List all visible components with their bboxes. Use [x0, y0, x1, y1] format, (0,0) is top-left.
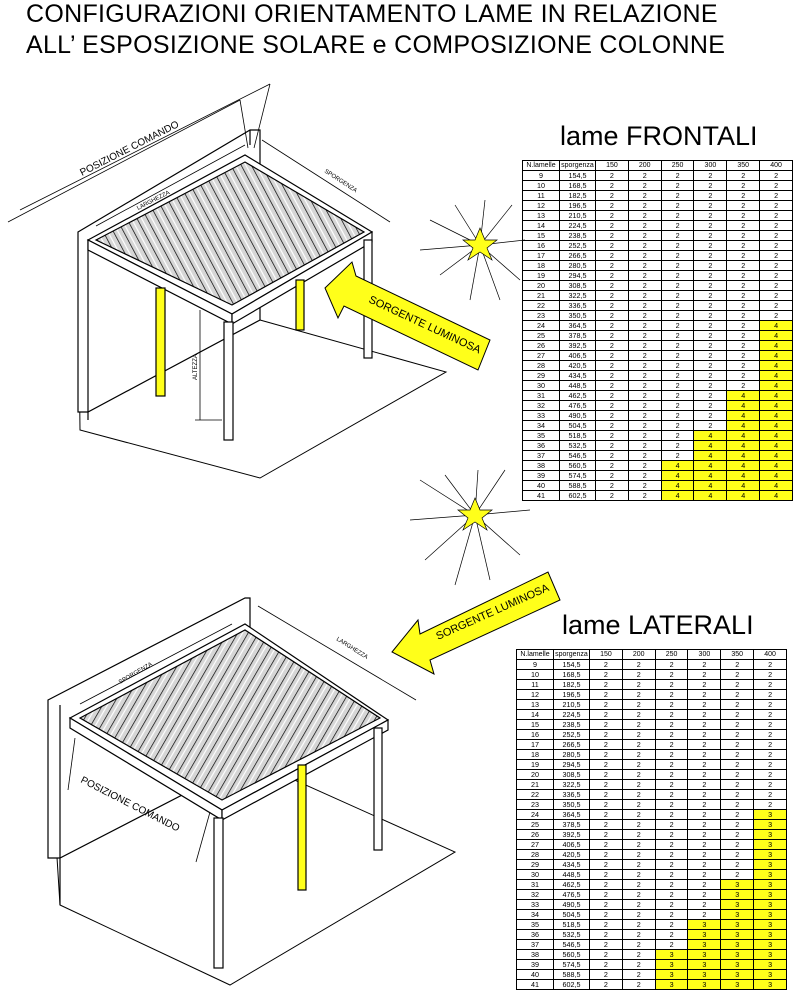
section-title-laterali: lame LATERALI — [562, 610, 754, 640]
dim-larghezza-1 — [95, 144, 246, 227]
dim-sporgenza-1 — [261, 139, 391, 223]
table-cell: 602,5 — [559, 490, 596, 501]
column-front — [223, 321, 234, 441]
page-title-line-1: CONFIGURAZIONI ORIENTAMENTO LAME IN RELA… — [26, 0, 718, 28]
sun-icon — [419, 199, 526, 301]
column-front-2 — [213, 817, 224, 969]
arrow-sorgente-2 — [391, 571, 561, 675]
roof-slats-2 — [78, 629, 382, 801]
label-posizione-comando-1: POSIZIONE COMANDO — [78, 119, 181, 179]
section-title-frontali: lame FRONTALI — [560, 121, 758, 151]
arrow-sorgente-1 — [324, 261, 491, 371]
comando-line-c — [67, 737, 76, 791]
table-cell: 4 — [759, 490, 793, 501]
label-larghezza-2: LARGHEZZA — [335, 637, 369, 661]
roof-slats — [94, 161, 366, 306]
column-yellow-2 — [295, 279, 305, 331]
column-yellow-1 — [155, 287, 166, 397]
comando-line-a — [7, 99, 241, 223]
label-altezza: ALTEZZA — [193, 354, 199, 380]
column-yellow-3 — [297, 764, 307, 891]
pergola-frontali — [7, 83, 448, 479]
comando-line-d — [195, 811, 211, 863]
dim-larghezza-2 — [257, 605, 417, 701]
column-right-2 — [373, 727, 383, 851]
page-title-line-2: ALL’ ESPOSIZIONE SOLARE e COMPOSIZIONE C… — [26, 31, 726, 59]
comando-line-b — [19, 83, 271, 211]
pergola-laterali — [47, 597, 457, 986]
dim-sporgenza-2 — [79, 623, 233, 705]
sun-icon-2 — [409, 469, 531, 586]
